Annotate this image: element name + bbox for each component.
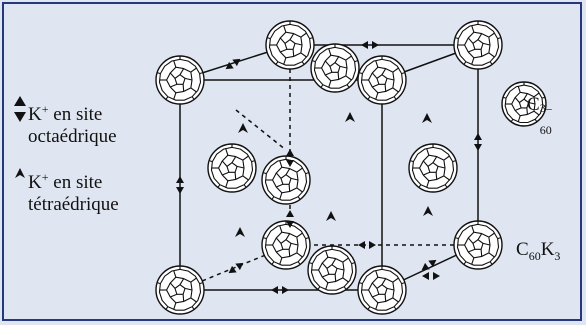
legend-tetrahedral-symbol <box>15 168 25 178</box>
c60-ion-symbol: C <box>527 94 540 115</box>
legend-octahedral: K+ en site octaédrique <box>28 98 117 148</box>
fullerene-molecule <box>265 20 315 70</box>
octahedral-site-marker <box>271 286 289 294</box>
c60-ion-label: C3–60 <box>527 94 552 136</box>
octahedral-site-marker <box>421 259 437 271</box>
tetrahedral-site-marker <box>423 206 433 216</box>
compound-label: C60K3 <box>516 239 561 263</box>
legend-octahedral-line2: octaédrique <box>28 126 117 147</box>
tetrahedral-sites <box>235 112 433 237</box>
fullerene-molecule <box>501 81 547 127</box>
compound-c-sub: 60 <box>528 248 541 263</box>
octahedral-site-marker <box>225 58 241 70</box>
octahedral-site-marker <box>358 241 376 249</box>
legend-octahedral-symbol <box>14 96 26 122</box>
legend-tetrahedral-k: K <box>28 172 42 193</box>
fullerene-molecule <box>310 43 360 93</box>
fullerene-molecule <box>453 20 503 70</box>
legend-octahedral-k: K <box>28 104 42 125</box>
fullerene-molecules <box>155 20 503 315</box>
fullerene-molecule <box>408 143 458 193</box>
tetrahedral-site-marker <box>238 123 248 133</box>
octahedral-site-marker <box>286 149 294 167</box>
compound-c: C <box>516 239 529 260</box>
legend-tetrahedral-sup: + <box>41 170 49 184</box>
tetrahedral-site-marker <box>235 227 245 237</box>
legend-tetrahedral-rest: en site <box>48 172 103 193</box>
fullerene-molecule <box>261 220 311 270</box>
legend-octahedral-rest: en site <box>48 104 103 125</box>
octahedral-site-marker <box>422 272 440 280</box>
octahedral-site-marker <box>361 41 379 49</box>
tetrahedral-site-marker <box>326 211 336 221</box>
octahedral-sites <box>176 41 482 294</box>
fullerene-molecule <box>357 265 407 315</box>
fullerene-molecule <box>207 143 257 193</box>
octahedral-site-marker <box>286 210 294 228</box>
tetrahedral-site-marker <box>422 113 432 123</box>
octahedral-site-marker <box>228 262 244 274</box>
fullerene-molecule <box>155 55 205 105</box>
octahedral-site-marker <box>474 133 482 151</box>
fullerene-molecule <box>357 55 407 105</box>
compound-k: K <box>540 239 555 260</box>
tetrahedral-site-marker <box>345 112 355 122</box>
fullerene-molecule <box>155 265 205 315</box>
legend-fullerene-icon <box>501 81 547 127</box>
legend-tetrahedral-line2: tétraédrique <box>28 194 119 215</box>
fullerene-molecule <box>453 220 503 270</box>
legend-tetrahedral: K+ en site tétraédrique <box>28 166 119 216</box>
compound-k-sub: 3 <box>554 248 561 263</box>
octahedral-site-marker <box>176 176 184 194</box>
fullerene-molecule <box>261 155 311 205</box>
fullerene-molecule <box>307 245 357 295</box>
legend-octahedral-sup: + <box>41 102 49 116</box>
